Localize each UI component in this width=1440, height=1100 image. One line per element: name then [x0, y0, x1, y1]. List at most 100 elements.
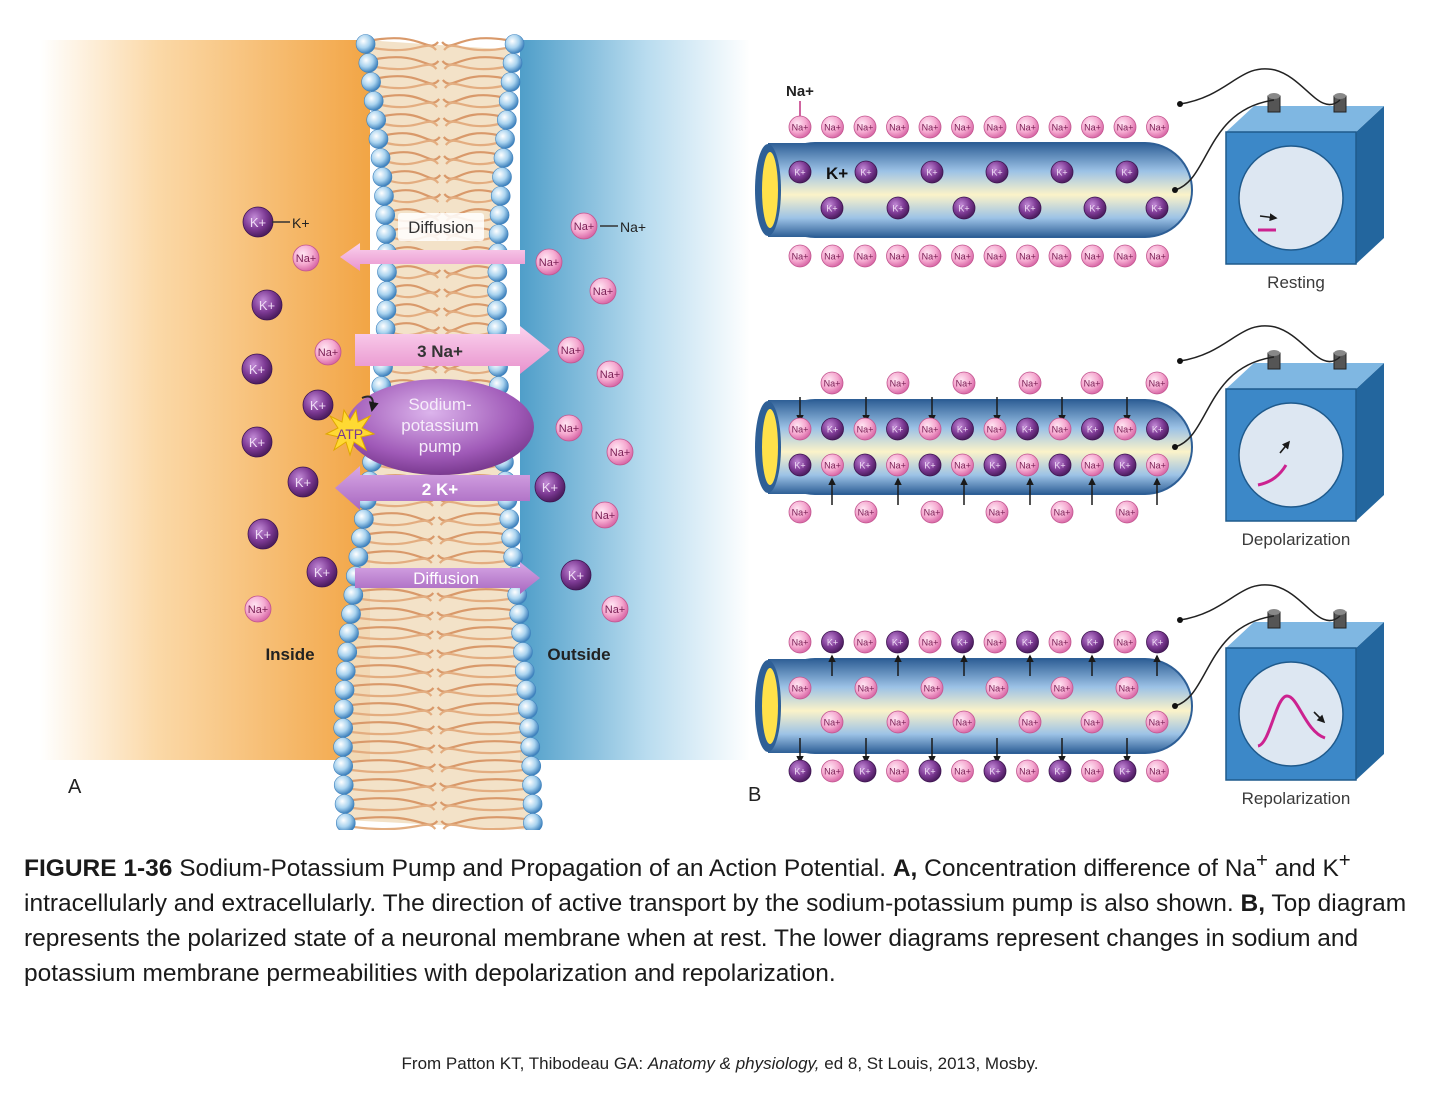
na-ion-dep-bottom-4: Na+	[1050, 500, 1074, 524]
ion-rep-bottom-0: K+	[788, 759, 812, 783]
na-ion-a10: Na+	[244, 595, 272, 623]
ion-rep-top-2: Na+	[853, 630, 877, 654]
ion-dep-row2-10: K+	[1113, 453, 1137, 477]
ion-rep-top-4: Na+	[918, 630, 942, 654]
na-ion-rest-top-2: Na+	[853, 115, 877, 139]
svg-text:Na+: Na+	[987, 638, 1004, 648]
svg-text:Na+: Na+	[956, 379, 973, 389]
ion-rep-bottom-5: Na+	[951, 759, 974, 783]
atp-label: ATP	[337, 426, 363, 442]
svg-text:Na+: Na+	[857, 123, 874, 133]
svg-text:Na+: Na+	[922, 252, 939, 262]
svg-text:K+: K+	[958, 204, 969, 214]
na-callout-label: Na+	[620, 219, 646, 235]
svg-text:Na+: Na+	[792, 252, 809, 262]
ion-dep-row1-3: K+	[886, 417, 909, 441]
svg-text:Na+: Na+	[600, 369, 621, 381]
ion-dep-row2-9: Na+	[1081, 453, 1104, 477]
svg-text:Na+: Na+	[1117, 123, 1134, 133]
ion-dep-row1-0: Na+	[788, 417, 812, 441]
na-ion-rest-top-11: Na+	[1146, 115, 1169, 139]
na-ion-rest-top-4: Na+	[918, 115, 942, 139]
k-axon-label: K+	[826, 164, 848, 183]
svg-text:Na+: Na+	[605, 604, 626, 616]
svg-text:Na+: Na+	[889, 123, 906, 133]
ion-rep-top-11: K+	[1146, 630, 1169, 654]
svg-text:K+: K+	[1152, 638, 1163, 648]
svg-text:K+: K+	[1054, 461, 1065, 471]
caption-sup-na: +	[1256, 850, 1268, 872]
na-ion-dep-bottom-5: Na+	[1115, 500, 1139, 524]
svg-text:Na+: Na+	[1149, 379, 1166, 389]
svg-text:K+: K+	[794, 461, 805, 471]
na-ion-dep-top-3: Na+	[1018, 371, 1042, 395]
na-ion-dep-bottom-1: Na+	[854, 500, 878, 524]
credit-title: Anatomy & physiology,	[647, 1054, 820, 1073]
ion-dep-row1-8: Na+	[1048, 417, 1072, 441]
panel-b: RestingNa+Na+Na+Na+Na+Na+Na+Na+Na+Na+Na+…	[748, 68, 1384, 808]
svg-text:K+: K+	[1024, 204, 1035, 214]
svg-text:Na+: Na+	[792, 508, 809, 518]
svg-text:K+: K+	[827, 425, 838, 435]
svg-text:Na+: Na+	[1084, 379, 1101, 389]
na-ion-rep-a-2: Na+	[920, 676, 944, 700]
ion-rep-bottom-9: Na+	[1081, 759, 1104, 783]
axon-body	[767, 142, 1193, 238]
svg-text:K+: K+	[924, 461, 935, 471]
svg-text:K+: K+	[1089, 204, 1100, 214]
voltmeter-resting: Resting	[1172, 68, 1384, 292]
svg-text:Na+: Na+	[1117, 425, 1134, 435]
caption-figure-number: FIGURE 1-36	[24, 855, 173, 883]
axon-diagram-depolarization: DepolarizationNa+Na+Na+Na+Na+Na+Na+K+Na+…	[755, 325, 1384, 549]
svg-text:Na+: Na+	[824, 379, 841, 389]
svg-text:Na+: Na+	[1084, 767, 1101, 777]
panel-b-label: B	[748, 784, 761, 806]
state-label-resting: Resting	[1267, 273, 1325, 292]
ion-rep-bottom-4: K+	[918, 759, 942, 783]
na-ion-rest-bottom-9: Na+	[1081, 244, 1104, 268]
svg-text:Na+: Na+	[1149, 718, 1166, 728]
na-ion-rest-bottom-3: Na+	[886, 244, 909, 268]
k-ion-a4: K+	[241, 353, 273, 385]
ion-rep-top-7: K+	[1016, 630, 1039, 654]
diffusion-bottom-label: Diffusion	[413, 569, 479, 588]
diffusion-bottom-arrow: Diffusion	[355, 562, 540, 594]
svg-text:Na+: Na+	[1022, 718, 1039, 728]
figure-credit: From Patton KT, Thibodeau GA: Anatomy & …	[0, 1054, 1440, 1074]
ion-rep-top-6: Na+	[983, 630, 1007, 654]
pump-k-label: 2 K+	[422, 480, 458, 499]
na-ion-rest-bottom-8: Na+	[1048, 244, 1072, 268]
svg-text:Na+: Na+	[924, 508, 941, 518]
svg-text:K+: K+	[826, 204, 837, 214]
k-ion-a2: K+	[251, 289, 283, 321]
svg-text:K+: K+	[250, 215, 266, 230]
sodium-potassium-pump: Sodium- potassium pump	[346, 379, 534, 475]
svg-text:Na+: Na+	[824, 252, 841, 262]
svg-text:Na+: Na+	[924, 684, 941, 694]
svg-text:Na+: Na+	[858, 508, 875, 518]
na-ion-a3: Na+	[314, 338, 342, 366]
svg-text:Na+: Na+	[954, 767, 971, 777]
k-ion-rest-b-5: K+	[1145, 196, 1169, 220]
svg-text:K+: K+	[989, 461, 1000, 471]
panel-a-label: A	[68, 776, 82, 798]
axon-diagram-repolarization: RepolarizationNa+K+Na+K+Na+K+Na+K+Na+K+N…	[755, 584, 1384, 808]
figure-diagram: Diffusion 3 Na+ Sodium- potassium pump A…	[40, 34, 1384, 830]
svg-text:Na+: Na+	[858, 684, 875, 694]
na-ion-a19: Na+	[591, 501, 619, 529]
ion-dep-row1-4: Na+	[918, 417, 942, 441]
k-ion-rest-a-0: K+	[788, 160, 812, 184]
svg-text:K+: K+	[249, 435, 265, 450]
svg-text:Na+: Na+	[296, 253, 317, 265]
caption-part4: intracellularly and extracellularly. The…	[24, 890, 1241, 918]
svg-text:K+: K+	[892, 204, 903, 214]
svg-text:K+: K+	[1152, 425, 1163, 435]
na-ion-rest-bottom-5: Na+	[951, 244, 974, 268]
na-ion-a17: Na+	[606, 438, 634, 466]
svg-text:Na+: Na+	[987, 425, 1004, 435]
na-ion-rest-top-0: Na+	[788, 115, 812, 139]
na-ion-rest-bottom-10: Na+	[1113, 244, 1137, 268]
svg-text:Na+: Na+	[792, 425, 809, 435]
pump-label-line1: Sodium-	[408, 395, 471, 414]
svg-text:Na+: Na+	[1019, 767, 1036, 777]
